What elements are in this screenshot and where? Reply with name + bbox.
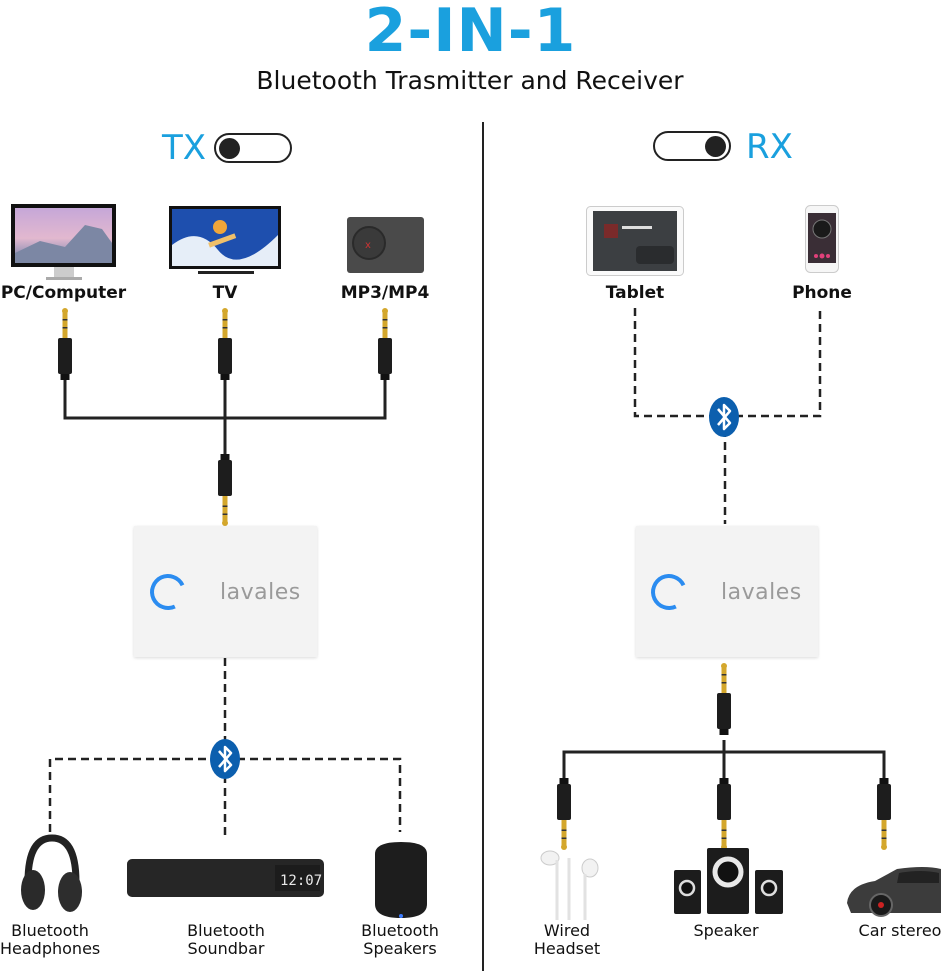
- device-brand: lavales: [721, 580, 802, 605]
- output-label-headphones: Bluetooth Headphones: [0, 921, 101, 958]
- source-label-tv: TV: [212, 283, 238, 303]
- audio-jack-icon: [218, 308, 232, 380]
- subtitle: Bluetooth Trasmitter and Receiver: [256, 66, 684, 95]
- toggle-knob: [219, 138, 240, 159]
- svg-text:x: x: [365, 240, 371, 251]
- audio-jack-icon: [378, 308, 392, 380]
- audio-jack-icon: [58, 308, 72, 380]
- svg-text:12:07: 12:07: [280, 873, 322, 889]
- audio-jack-icon: [717, 778, 731, 850]
- output-label-soundbar: Bluetooth Soundbar: [187, 921, 265, 958]
- car-icon: [845, 863, 941, 917]
- tx-mode-label: TX: [162, 128, 207, 168]
- rx-mode-label: RX: [746, 127, 793, 167]
- tx-splitter-cable: [63, 375, 387, 462]
- source-label-phone: Phone: [792, 283, 852, 303]
- rx-toggle[interactable]: [653, 131, 731, 161]
- mp3-player-icon: x: [347, 217, 424, 273]
- tx-toggle[interactable]: [214, 133, 292, 163]
- monitor-icon: [10, 203, 117, 281]
- bluetooth-button-icon[interactable]: [645, 568, 693, 616]
- audio-jack-icon: [877, 778, 891, 850]
- audio-jack-icon: [557, 778, 571, 850]
- section-divider: [482, 122, 484, 971]
- output-label-speaker: Speaker: [693, 921, 759, 940]
- audio-jack-icon: [717, 663, 731, 735]
- tv-icon: [168, 205, 282, 277]
- tablet-icon: [586, 206, 684, 276]
- rx-device: lavales: [636, 526, 818, 657]
- source-label-tablet: Tablet: [605, 283, 665, 303]
- output-label-car-stereo: Car stereo: [858, 921, 941, 940]
- bluetooth-icon: [709, 397, 739, 437]
- device-brand: lavales: [220, 580, 301, 605]
- earphones-icon: [535, 848, 600, 920]
- speaker-icon: [371, 840, 431, 920]
- headphones-icon: [18, 832, 82, 914]
- main-title: 2-IN-1: [364, 0, 577, 66]
- phone-icon: [805, 205, 839, 273]
- source-label-pc: PC/Computer: [0, 283, 127, 303]
- output-label-speakers: Bluetooth Speakers: [361, 921, 439, 958]
- tx-device: lavales: [134, 526, 317, 657]
- bluetooth-button-icon[interactable]: [144, 568, 192, 616]
- bluetooth-icon: [210, 739, 240, 779]
- output-label-headset: Wired Headset: [533, 921, 601, 958]
- source-label-mp3: MP3/MP4: [340, 283, 430, 303]
- audio-jack-icon: [218, 454, 232, 526]
- desktop-speakers-icon: [674, 848, 784, 914]
- toggle-knob: [705, 136, 726, 157]
- soundbar-icon: 12:07: [127, 857, 324, 899]
